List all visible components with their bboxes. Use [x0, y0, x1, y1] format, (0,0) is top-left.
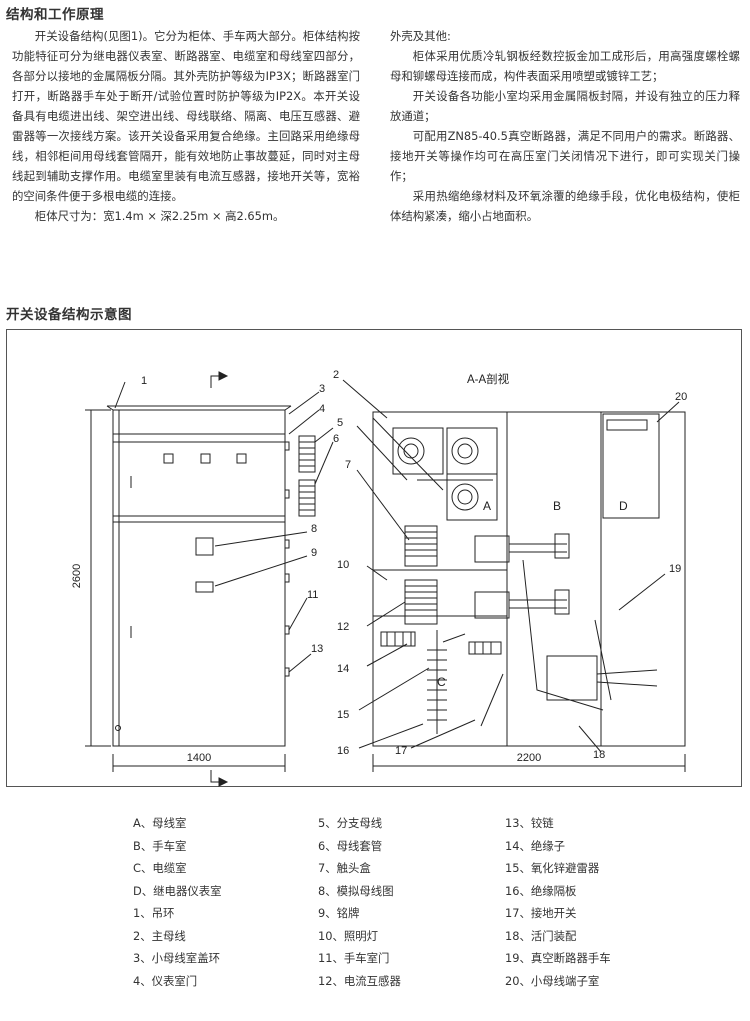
legend-item: 12、电流互感器	[318, 973, 401, 988]
legend-item: 13、铰链	[505, 816, 554, 830]
paragraph-structure: 开关设备结构(见图1)。它分为柜体、手车两大部分。柜体结构按功能特征可分为继电器…	[12, 29, 360, 203]
legend-item: 4、仪表室门	[133, 973, 198, 988]
front-view-cabinet	[112, 409, 286, 747]
callout-3: 3	[319, 383, 325, 395]
callout-7: 7	[345, 459, 351, 471]
compartment-label-d: D	[619, 499, 628, 513]
callout-6: 6	[333, 433, 339, 445]
callout-1: 1	[141, 375, 147, 387]
callout-12: 12	[337, 621, 349, 633]
legend-item: 1、吊环	[133, 906, 175, 920]
legend-item: D、继电器仪表室	[133, 883, 222, 898]
callout-20: 20	[675, 391, 687, 403]
legend-item: B、手车室	[133, 838, 187, 853]
dim-height-label: 2600	[71, 564, 83, 588]
legend-item: A、母线室	[133, 816, 187, 830]
legend-item: 9、铭牌	[318, 906, 360, 920]
legend-item: 5、分支母线	[318, 816, 383, 830]
relay-compartment	[602, 413, 660, 519]
callout-8: 8	[311, 523, 317, 535]
legend-item: 15、氧化锌避雷器	[505, 861, 600, 875]
paragraph-partition: 开关设备各功能小室均采用金属隔板封隔，并设有独立的压力释放通道；	[390, 89, 740, 123]
text-column-left: 开关设备结构(见图1)。它分为柜体、手车两大部分。柜体结构按功能特征可分为继电器…	[12, 26, 360, 226]
legend-item: C、电缆室	[133, 861, 187, 875]
dim-depth-label: 2200	[517, 752, 541, 764]
side-bushing-upper	[298, 435, 316, 473]
legend-column-2: 5、分支母线 6、母线套管 7、触头盒 8、模拟母线图 9、铭牌 10、照明灯 …	[318, 812, 401, 992]
side-bushing-lower	[298, 479, 316, 517]
legend-column-1: A、母线室 B、手车室 C、电缆室 D、继电器仪表室 1、吊环 2、主母线 3、…	[133, 812, 222, 992]
legend-item: 14、绝缘子	[505, 838, 566, 853]
zinc-oxide-arrester	[427, 630, 447, 734]
callout-13: 13	[311, 643, 323, 655]
cable-bushing	[468, 641, 502, 655]
legend-item: 3、小母线室盖环	[133, 951, 220, 965]
structure-diagram: A-A剖视 2600 1400 2200 A B C D 1 2 3 4 5 6…	[6, 329, 742, 787]
legend-item: 6、母线套管	[318, 838, 383, 853]
compartment-label-b: B	[553, 499, 561, 513]
callout-5: 5	[337, 417, 343, 429]
legend-item: 11、手车室门	[318, 951, 390, 965]
paragraph-shell: 柜体采用优质冷轧钢板经数控扳金加工成形后，用高强度螺栓螺母和铆螺母连接而成，构件…	[390, 49, 740, 83]
paragraph-dimensions: 柜体尺寸为：宽1.4m × 深2.25m × 高2.65m。	[34, 209, 285, 223]
compartment-label-a: A	[483, 499, 491, 513]
current-transformer	[404, 579, 438, 625]
callout-11: 11	[307, 589, 318, 601]
paragraph-insulation: 采用热缩绝缘材料及环氧涂覆的绝缘手段，优化电极结构，使柜体结构紧凑，缩小占地面积…	[390, 189, 740, 223]
callout-17: 17	[395, 745, 407, 757]
callout-14: 14	[337, 663, 349, 675]
legend-item: 16、绝缘隔板	[505, 883, 577, 898]
text-column-right: 外壳及其他: 柜体采用优质冷轧钢板经数控扳金加工成形后，用高强度螺栓螺母和铆螺母…	[390, 26, 740, 226]
paragraph-breaker: 可配用ZN85-40.5真空断路器，满足不同用户的需求。断路器、接地开关等操作均…	[390, 129, 740, 183]
dim-width-label: 1400	[187, 752, 211, 764]
legend-item: 19、真空断路器手车	[505, 951, 611, 965]
section-label: A-A剖视	[467, 372, 510, 386]
legend-item: 8、模拟母线图	[318, 883, 394, 898]
compartment-label-c: C	[437, 675, 446, 689]
callout-2: 2	[333, 369, 339, 381]
callout-19: 19	[669, 563, 681, 575]
main-busbars	[392, 427, 498, 521]
insulator	[380, 631, 416, 647]
section-title-structure: 结构和工作原理	[6, 7, 104, 23]
legend-item: 18、活门装配	[505, 928, 577, 943]
callout-4: 4	[319, 403, 325, 415]
paragraph-lead: 外壳及其他:	[390, 29, 451, 43]
diagram-svg: A-A剖视 2600 1400 2200 A B C D 1 2 3 4 5 6…	[71, 369, 687, 787]
legend-item: 7、触头盒	[318, 861, 371, 875]
legend-item: 2、主母线	[133, 928, 186, 943]
section-title-diagram: 开关设备结构示意图	[6, 307, 132, 323]
section-view-cabinet	[372, 411, 686, 747]
callout-9: 9	[311, 547, 317, 559]
callout-15: 15	[337, 709, 349, 721]
callout-18: 18	[593, 749, 605, 761]
callout-10: 10	[337, 559, 349, 571]
circuit-breaker-truck	[546, 655, 598, 701]
legend-column-3: 13、铰链 14、绝缘子 15、氧化锌避雷器 16、绝缘隔板 17、接地开关 1…	[505, 812, 611, 992]
callout-16: 16	[337, 745, 349, 757]
legend-item: 20、小母线端子室	[505, 973, 600, 988]
legend-item: 10、照明灯	[318, 928, 379, 943]
contact-box-upper	[404, 525, 438, 567]
legend-item: 17、接地开关	[505, 906, 577, 920]
